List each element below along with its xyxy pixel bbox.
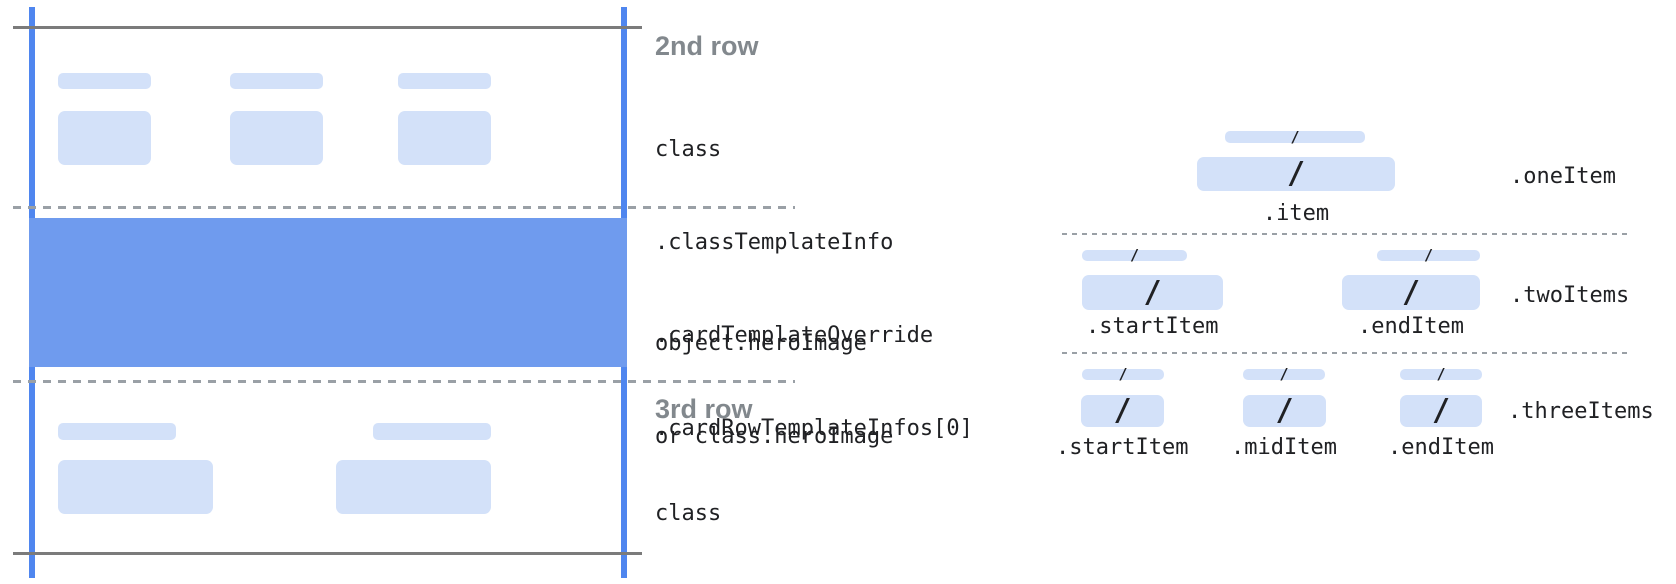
row2-heading: 2nd row (655, 31, 759, 61)
three-items-start-label-bar: / (1082, 365, 1164, 383)
text-placeholder-slash: / (1279, 365, 1289, 383)
three-items-mid-value-bar: / (1243, 395, 1326, 427)
hero-path-lines: object.heroImage or class.heroImage (655, 266, 893, 514)
row3-start-label-bar (58, 423, 176, 440)
row2-col3-value-bar (398, 111, 491, 165)
three-items-start-label: .startItem (1056, 435, 1189, 460)
two-items-start-label-bar: / (1082, 246, 1187, 264)
hero-image-band (29, 218, 627, 367)
three-items-end-label-bar: / (1400, 365, 1482, 383)
two-items-dashed-separator (1062, 233, 1630, 235)
card-bottom-line (13, 552, 642, 555)
text-placeholder-slash: / (1113, 393, 1132, 428)
row2-col3-label-bar (398, 73, 491, 89)
row2-col2-label-bar (230, 73, 323, 89)
hero-path-line: or class.heroImage (655, 424, 894, 449)
two-items-end-value-bar: / (1342, 275, 1480, 310)
row3-heading: 3rd row (655, 394, 753, 424)
two-items-end-label: .endItem (1358, 314, 1464, 339)
row2-path-line: .cardTemplateOverride (655, 323, 934, 348)
three-items-end-value-bar: / (1400, 395, 1482, 427)
row3-path-lines: class .classTemplateInfo .cardTemplateOv… (655, 436, 973, 584)
text-placeholder-slash: / (1290, 127, 1300, 146)
row2-col1-value-bar (58, 111, 151, 165)
one-item-item-label: .item (1262, 201, 1330, 226)
three-items-mid-label: .midItem (1231, 435, 1337, 460)
text-placeholder-slash: / (1275, 393, 1294, 428)
three-items-start-value-bar: / (1081, 395, 1164, 427)
hero-path-line: object.heroImage (655, 331, 867, 356)
one-item-value-bar: / (1197, 157, 1395, 191)
two-items-start-value-bar: / (1082, 275, 1223, 310)
one-item-layout-label: .oneItem (1510, 164, 1616, 189)
row3-start-value-bar (58, 460, 213, 514)
three-items-end-label: .endItem (1388, 435, 1494, 460)
three-items-layout-label: .threeItems (1508, 399, 1654, 424)
text-placeholder-slash: / (1143, 274, 1162, 310)
three-items-dashed-separator (1062, 352, 1630, 354)
text-placeholder-slash: / (1118, 365, 1128, 383)
row3-end-label-bar (373, 423, 491, 440)
one-item-label-bar: / (1225, 127, 1365, 146)
row2-dashed-separator (13, 206, 795, 209)
row2-path-lines: class .classTemplateInfo .cardTemplateOv… (655, 72, 973, 506)
row2-col2-value-bar (230, 111, 323, 165)
text-placeholder-slash: / (1286, 156, 1306, 191)
text-placeholder-slash: / (1423, 246, 1434, 264)
two-items-layout-label: .twoItems (1510, 283, 1630, 308)
row3-dashed-separator (13, 380, 795, 383)
card-top-line (13, 26, 642, 29)
text-placeholder-slash: / (1129, 246, 1140, 264)
row2-path-line: .cardRowTemplateInfos[0] (655, 416, 973, 441)
three-items-mid-label-bar: / (1243, 365, 1325, 383)
row2-path-line: class (655, 137, 722, 162)
text-placeholder-slash: / (1401, 274, 1421, 310)
text-placeholder-slash: / (1436, 365, 1446, 383)
row2-col1-label-bar (58, 73, 151, 89)
text-placeholder-slash: / (1431, 393, 1451, 428)
two-items-end-label-bar: / (1377, 246, 1480, 264)
two-items-start-label: .startItem (1086, 314, 1219, 339)
row3-end-value-bar (336, 460, 491, 514)
row2-path-line: .classTemplateInfo (655, 230, 894, 255)
row3-path-line: class (655, 501, 722, 526)
